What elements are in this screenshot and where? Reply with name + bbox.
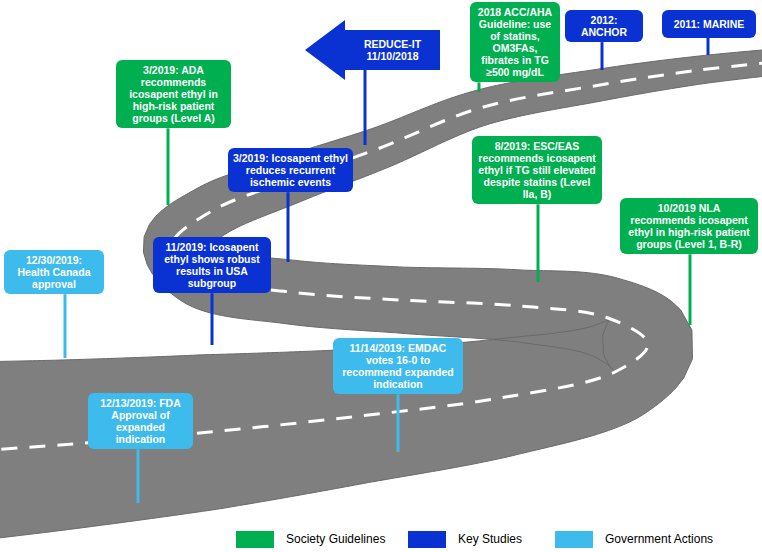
timeline-box: 2012: ANCHOR [565,10,643,42]
box-text: 11/14/2019: EMDAC votes 16-0 to recommen… [338,342,458,390]
timeline-box: 8/2019: ESC/EAS recommends icosapent eth… [472,136,602,204]
box-text: 3/2019: Icosapent ethyl reduces recurren… [233,152,348,188]
pin-stem [537,204,540,282]
pin-stem [287,192,290,262]
pin-stem [167,128,170,205]
pin-stem [601,42,604,70]
box-text: 2018 ACC/AHA Guideline: use of statins, … [475,6,555,78]
arrow-outline [305,20,440,80]
timeline-box: 3/2019: Icosapent ethyl reduces recurren… [228,148,353,192]
timeline-box: 12/13/2019: FDA Approval of expanded ind… [88,393,193,449]
box-text: 11/2019: Icosapent ethyl shows robust re… [158,241,266,289]
legend-label: Society Guidelines [286,531,385,548]
pin-stem [397,394,400,452]
box-text: 2012: ANCHOR [570,14,638,38]
box-text: REDUCE-IT 11/10/2018 [345,38,440,62]
road-surface [0,49,762,542]
road-center-line [0,62,762,452]
timeline-box: 3/2019: ADA recommends icosapent ethyl i… [116,60,231,128]
box-text: 8/2019: ESC/EAS recommends icosapent eth… [477,140,597,200]
pin-stem [364,70,367,145]
timeline-box: 2018 ACC/AHA Guideline: use of statins, … [470,2,560,82]
legend-label: Government Actions [605,531,713,548]
timeline-box: 2011: MARINE [662,10,756,38]
timeline-box: 11/14/2019: EMDAC votes 16-0 to recommen… [333,338,463,394]
timeline-box: 10/2019 NLA recommends icosapent ethyl i… [620,198,758,254]
timeline-box: 11/2019: Icosapent ethyl shows robust re… [153,237,271,293]
box-text: 12/13/2019: FDA Approval of expanded ind… [93,397,188,445]
box-text: 10/2019 NLA recommends icosapent ethyl i… [625,202,753,250]
pin-stem [478,82,481,92]
legend-swatch [555,531,593,548]
timeline-box: 12/30/2019: Health Canada approval [4,250,104,294]
pin-stem [137,449,140,503]
study-arrow: REDUCE-IT 11/10/2018 [305,20,440,80]
pin-stem [64,294,67,358]
pin-stem [211,293,214,345]
legend-swatch [408,531,446,548]
legend-swatch [236,531,274,548]
box-text: 3/2019: ADA recommends icosapent ethyl i… [121,64,226,124]
pin-stem [689,254,692,325]
legend-label: Key Studies [458,531,522,548]
box-text: 2011: MARINE [674,18,745,30]
box-text: 12/30/2019: Health Canada approval [9,254,99,290]
pin-stem [707,38,710,55]
